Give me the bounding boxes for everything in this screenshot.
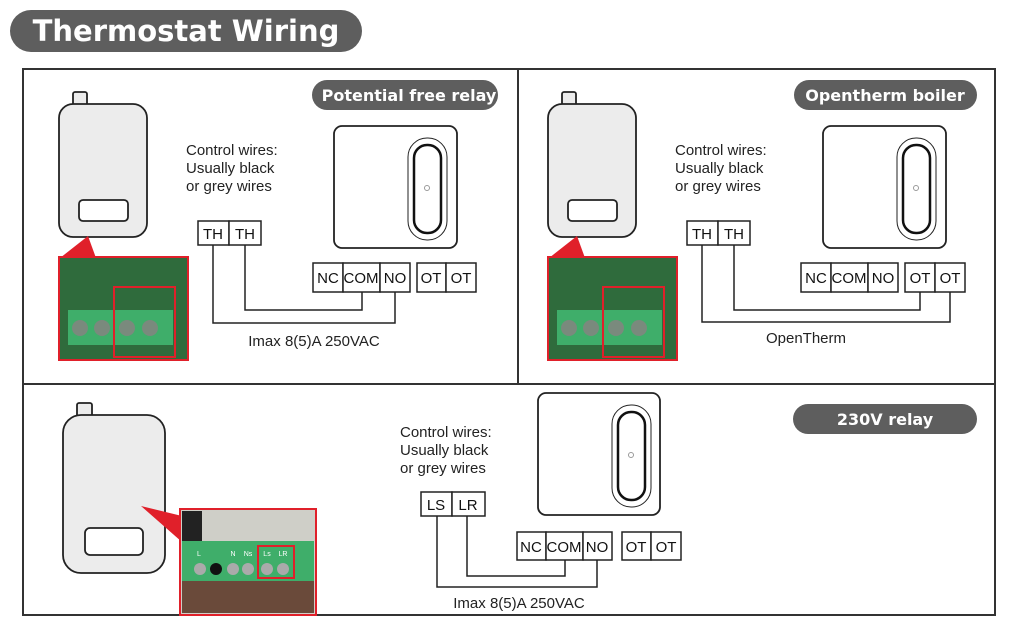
svg-text:Potential free relay: Potential free relay — [322, 86, 497, 105]
svg-text:TH: TH — [692, 226, 712, 243]
svg-text:TH: TH — [724, 226, 744, 243]
boiler-icon — [62, 402, 166, 574]
pcb-photo — [547, 256, 678, 361]
protocol-label: OpenTherm — [766, 330, 846, 347]
panel-label-pill: Opentherm boiler — [794, 80, 977, 110]
current-rating: Imax 8(5)A 250VAC — [453, 595, 585, 612]
wires — [701, 245, 951, 323]
panel-potential-free-relay: Potential free relay Control wires: Usua… — [58, 80, 498, 361]
svg-text:OT: OT — [626, 539, 647, 556]
svg-text:NC: NC — [317, 270, 339, 287]
panel-230v-relay: L N Ns Ls LR 230V relay Control wires: U… — [62, 392, 977, 616]
svg-text:Ns: Ns — [244, 551, 253, 558]
svg-text:NC: NC — [520, 539, 542, 556]
callout-pointer — [60, 236, 96, 258]
control-wires-note: Control wires: Usually black or grey wir… — [400, 424, 496, 477]
svg-text:TH: TH — [235, 226, 255, 243]
svg-text:NO: NO — [872, 270, 895, 287]
boiler-icon — [547, 91, 637, 238]
svg-text:COM: COM — [344, 270, 379, 287]
svg-text:NC: NC — [805, 270, 827, 287]
svg-text:Opentherm boiler: Opentherm boiler — [805, 86, 965, 105]
svg-text:OT: OT — [940, 270, 961, 287]
thermostat-icon — [537, 392, 661, 516]
control-wires-note: Control wires: Usually black or grey wir… — [675, 142, 771, 195]
svg-text:Ls: Ls — [263, 551, 271, 558]
svg-text:NO: NO — [586, 539, 609, 556]
thermostat-terminal-block: NC COM NO OT OT — [800, 262, 966, 293]
boiler-terminal-block: TH TH — [197, 220, 262, 246]
panel-label-pill: Potential free relay — [312, 80, 498, 110]
svg-text:N: N — [230, 551, 235, 558]
thermostat-icon — [822, 125, 947, 249]
boiler-terminal-block: TH TH — [686, 220, 751, 246]
svg-text:LR: LR — [279, 551, 288, 558]
svg-text:LS: LS — [427, 497, 445, 514]
control-wires-note: Control wires: Usually black or grey wir… — [186, 142, 282, 195]
svg-text:TH: TH — [203, 226, 223, 243]
svg-text:OT: OT — [451, 270, 472, 287]
pcb-photo — [58, 256, 189, 361]
panel-frame — [22, 68, 996, 616]
callout-pointer — [549, 236, 585, 258]
wires — [436, 516, 598, 588]
thermostat-terminal-block: NC COM NO OT OT — [516, 531, 682, 561]
svg-text:L: L — [197, 551, 201, 558]
panel-opentherm-boiler: Opentherm boiler Control wires: Usually … — [547, 80, 977, 361]
svg-text:COM: COM — [547, 539, 582, 556]
thermostat-icon — [333, 125, 458, 249]
current-rating: Imax 8(5)A 250VAC — [248, 333, 380, 350]
svg-text:LR: LR — [458, 497, 477, 514]
svg-text:OT: OT — [421, 270, 442, 287]
svg-text:OT: OT — [910, 270, 931, 287]
callout-pointer — [141, 506, 182, 542]
boiler-icon — [58, 91, 148, 238]
wires — [212, 245, 396, 324]
svg-text:OT: OT — [656, 539, 677, 556]
thermostat-terminal-block: NC COM NO OT OT — [312, 262, 477, 293]
page-title: Thermostat Wiring — [33, 14, 340, 48]
svg-text:COM: COM — [832, 270, 867, 287]
terminal-photo: L N Ns Ls LR — [179, 508, 317, 616]
svg-text:230V relay: 230V relay — [837, 410, 934, 429]
panel-label-pill: 230V relay — [793, 404, 977, 434]
boiler-terminal-block: LS LR — [420, 491, 486, 517]
svg-text:NO: NO — [384, 270, 407, 287]
title-pill: Thermostat Wiring — [10, 10, 362, 52]
